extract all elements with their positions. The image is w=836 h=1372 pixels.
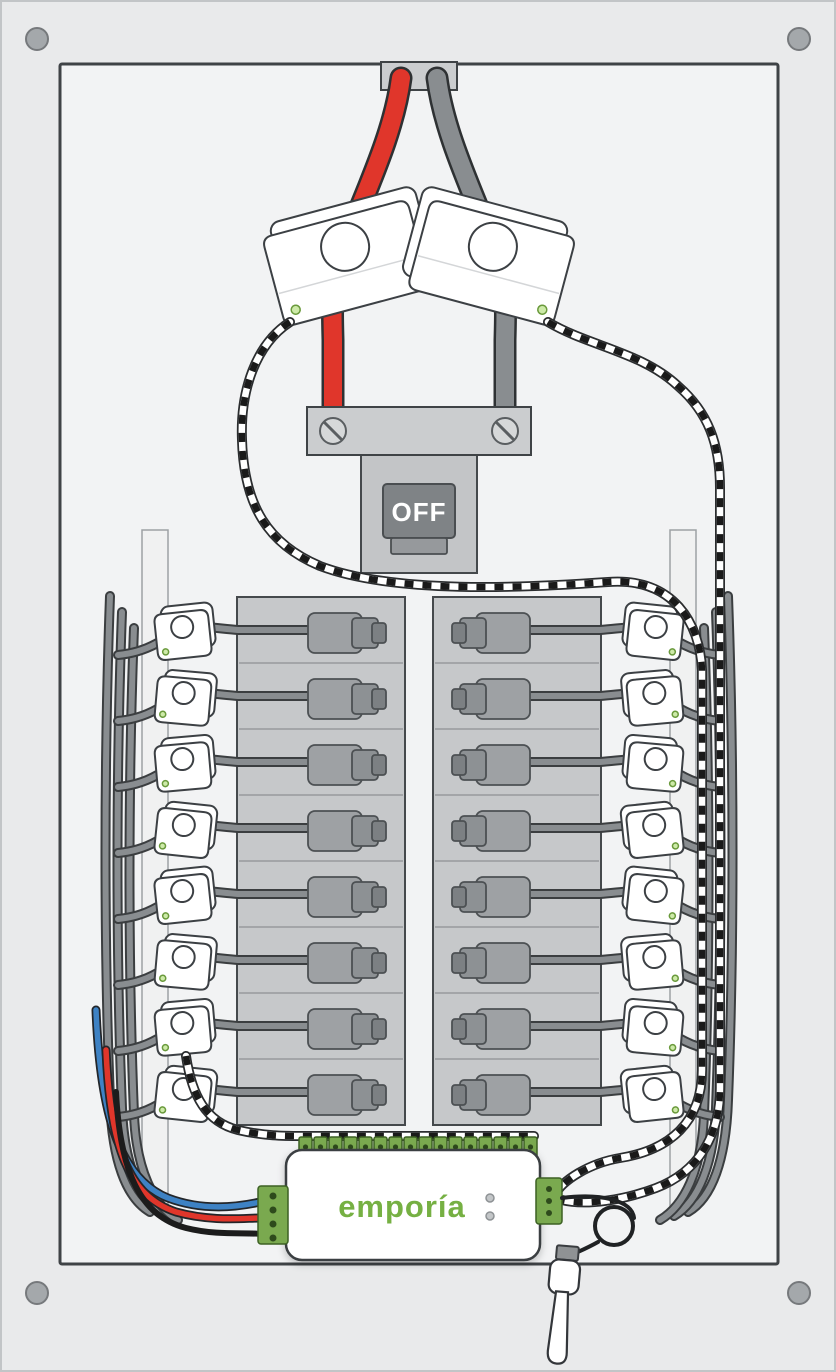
main-breaker-label: OFF	[392, 497, 447, 527]
black-wire	[113, 1089, 263, 1237]
cable-coil	[593, 1205, 635, 1247]
antenna	[546, 1244, 582, 1365]
energy-monitor: emporía	[257, 1136, 563, 1262]
brand-logo: emporía	[338, 1189, 466, 1224]
antenna-assembly	[546, 1194, 636, 1365]
corner-screw	[25, 1281, 49, 1305]
corner-screw	[787, 27, 811, 51]
status-led	[485, 1211, 495, 1221]
monitor-power-wires	[91, 1005, 265, 1237]
corner-screw	[787, 1281, 811, 1305]
main-breaker: OFF	[306, 406, 532, 574]
status-led	[485, 1193, 495, 1203]
power-terminal-block	[257, 1185, 289, 1245]
blue-wire	[93, 1007, 263, 1210]
left-breaker-column	[106, 530, 406, 1220]
corner-screw	[25, 27, 49, 51]
antenna-cable	[560, 1194, 636, 1220]
red-wire	[103, 1047, 263, 1222]
